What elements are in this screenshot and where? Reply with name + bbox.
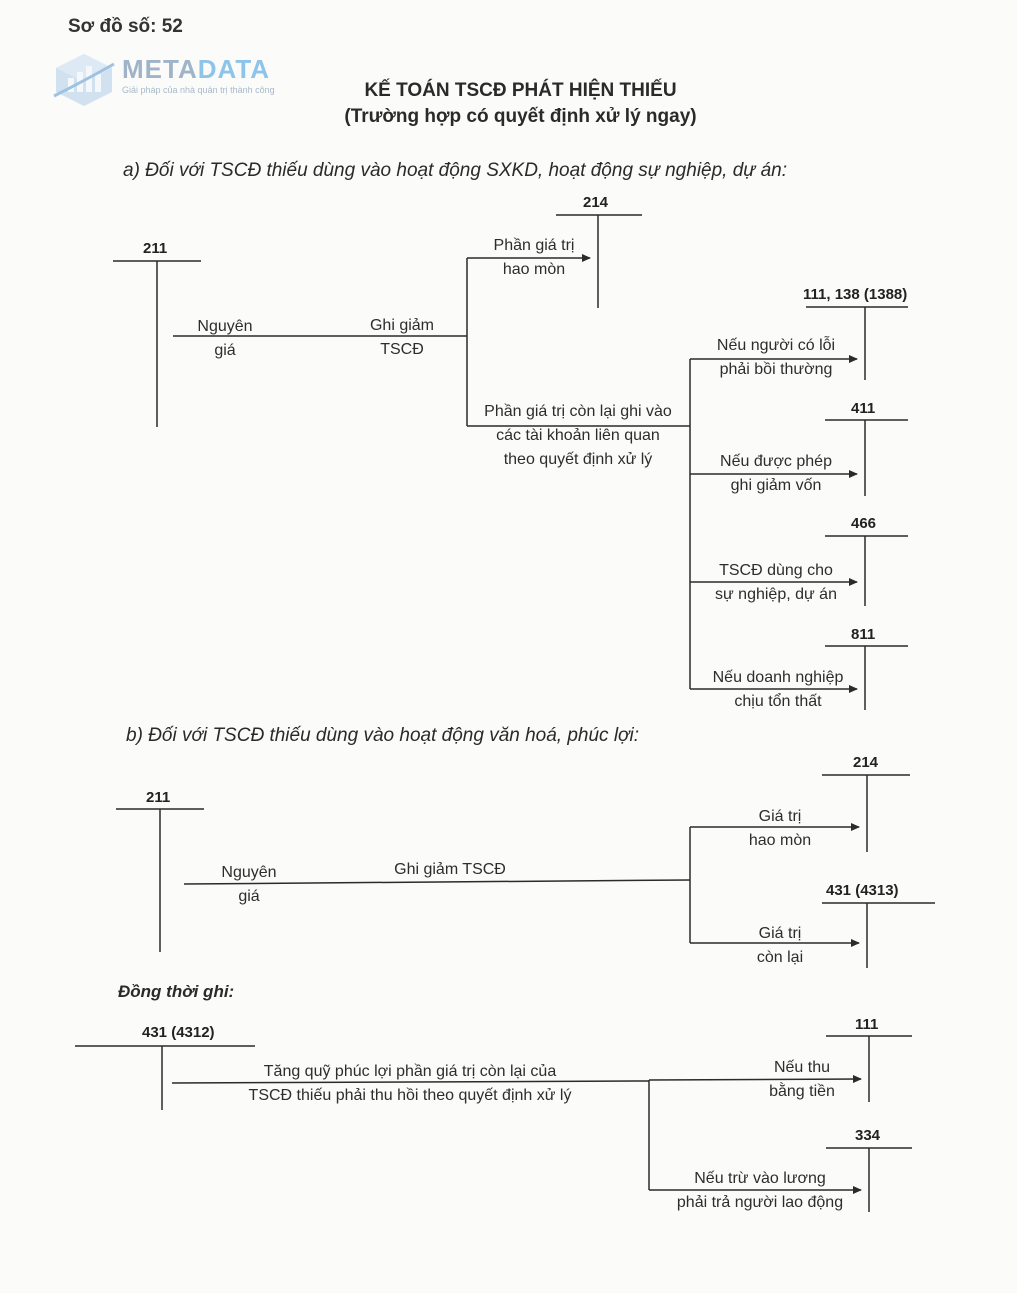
label-nguyen-gia-a-line1: Nguyên — [197, 318, 253, 335]
label-su-nghiep-line2: sự nghiệp, dự án — [715, 586, 837, 603]
account-211-a: 211 — [143, 240, 168, 257]
label-con-lai-a-line1: Phần giá trị còn lại ghi vào — [484, 403, 672, 420]
label-hao-mon-b: Giá trị hao mòn — [730, 805, 830, 853]
account-111-c: 111 — [855, 1016, 879, 1033]
label-con-lai-a-line2: các tài khoản liên quan — [496, 427, 660, 444]
account-811: 811 — [851, 626, 876, 643]
label-giam-von-line1: Nếu được phép — [720, 453, 832, 470]
section-c-heading: Đồng thời ghi: — [118, 982, 235, 1001]
label-giam-von-line2: ghi giảm vốn — [730, 477, 822, 494]
metadata-cube-logo-icon — [53, 54, 115, 106]
page-title: KẾ TOÁN TSCĐ PHÁT HIỆN THIẾU — [364, 80, 677, 101]
flow-tang-quy — [171, 1080, 650, 1084]
label-hao-mon-b-line1: Giá trị — [758, 808, 802, 825]
diagram-number: Sơ đồ số: 52 — [68, 16, 183, 37]
section-a-heading: a) Đối với TSCĐ thiếu dùng vào hoạt động… — [123, 160, 788, 181]
label-con-lai-b: Giá trị còn lại — [730, 922, 830, 970]
label-ghi-giam-a-line1: Ghi giảm — [369, 317, 435, 334]
page-subtitle: (Trường hợp có quyết định xử lý ngay) — [344, 106, 697, 127]
section-b-heading: b) Đối với TSCĐ thiếu dùng vào hoạt động… — [126, 725, 640, 746]
label-ghi-giam-b: Ghi giảm TSCĐ — [394, 861, 506, 878]
metadata-logo: METADATA Giải pháp của nhà quản trị thàn… — [52, 52, 302, 106]
label-ton-that-line2: chịu tổn thất — [734, 693, 822, 710]
flow-nguyen-gia-b — [183, 879, 691, 885]
label-hao-mon-a-line2: hao mòn — [502, 261, 566, 278]
account-431-4313: 431 (4313) — [826, 882, 899, 899]
label-bang-tien-line1: Nếu thu — [773, 1059, 831, 1076]
label-hao-mon-a: Phần giá trị hao mòn — [470, 234, 598, 282]
arrow-to-111-c — [648, 1075, 862, 1084]
label-nguoi-co-loi: Nếu người có lỗi phải bồi thường — [696, 334, 856, 382]
label-bang-tien: Nếu thu bằng tiền — [752, 1056, 852, 1104]
label-con-lai-a: Phần giá trị còn lại ghi vào các tài kho… — [470, 400, 686, 472]
label-nguyen-gia-b: Nguyên giá — [204, 861, 294, 909]
label-tang-quy-line1: Tăng quỹ phúc lợi phần giá trị còn lại c… — [263, 1063, 557, 1080]
label-nguoi-co-loi-line1: Nếu người có lỗi — [716, 337, 836, 354]
label-ton-that-line1: Nếu doanh nghiệp — [712, 669, 844, 686]
label-con-lai-b-line1: Giá trị — [758, 925, 802, 942]
label-con-lai-b-line2: còn lại — [756, 949, 804, 966]
label-nguyen-gia-a: Nguyên giá — [180, 315, 270, 363]
label-nguoi-co-loi-line2: phải bồi thường — [719, 361, 833, 378]
label-nguyen-gia-b-line2: giá — [238, 888, 260, 905]
label-tru-luong-line2: phải trả người lao động — [676, 1194, 844, 1211]
account-431-4312: 431 (4312) — [142, 1024, 215, 1041]
label-giam-von: Nếu được phép ghi giảm vốn — [696, 450, 856, 498]
label-nguyen-gia-b-line1: Nguyên — [221, 864, 277, 881]
account-411: 411 — [851, 400, 876, 417]
label-ghi-giam-a-line2: TSCĐ — [380, 341, 424, 358]
label-hao-mon-a-line1: Phần giá trị — [493, 237, 575, 254]
label-su-nghiep: TSCĐ dùng cho sự nghiệp, dự án — [696, 559, 856, 607]
label-su-nghiep-line1: TSCĐ dùng cho — [719, 562, 833, 579]
account-214-b: 214 — [853, 754, 879, 771]
label-tru-luong: Nếu trừ vào lương phải trả người lao độn… — [662, 1167, 858, 1215]
account-111-138: 111, 138 (1388) — [803, 286, 908, 303]
logo-word-meta: META — [122, 54, 198, 84]
label-con-lai-a-line3: theo quyết định xử lý — [503, 451, 653, 468]
account-214-a: 214 — [583, 194, 609, 211]
account-211-b: 211 — [146, 789, 171, 806]
label-tang-quy-line2: TSCĐ thiếu phải thu hồi theo quyết định … — [248, 1087, 572, 1104]
logo-tagline: Giải pháp của nhà quản trị thành công — [122, 85, 275, 95]
account-466: 466 — [851, 515, 877, 532]
account-334: 334 — [855, 1127, 881, 1144]
label-ton-that: Nếu doanh nghiệp chịu tổn thất — [696, 666, 860, 714]
logo-wordmark: METADATA — [122, 54, 270, 85]
label-hao-mon-b-line2: hao mòn — [748, 832, 812, 849]
label-nguyen-gia-a-line2: giá — [214, 342, 236, 359]
label-tru-luong-line1: Nếu trừ vào lương — [694, 1170, 826, 1187]
label-ghi-giam-a: Ghi giảm TSCĐ — [350, 314, 454, 362]
label-tang-quy: Tăng quỹ phúc lợi phần giá trị còn lại c… — [200, 1060, 620, 1108]
logo-word-data: DATA — [197, 54, 271, 84]
label-bang-tien-line2: bằng tiền — [769, 1083, 835, 1100]
